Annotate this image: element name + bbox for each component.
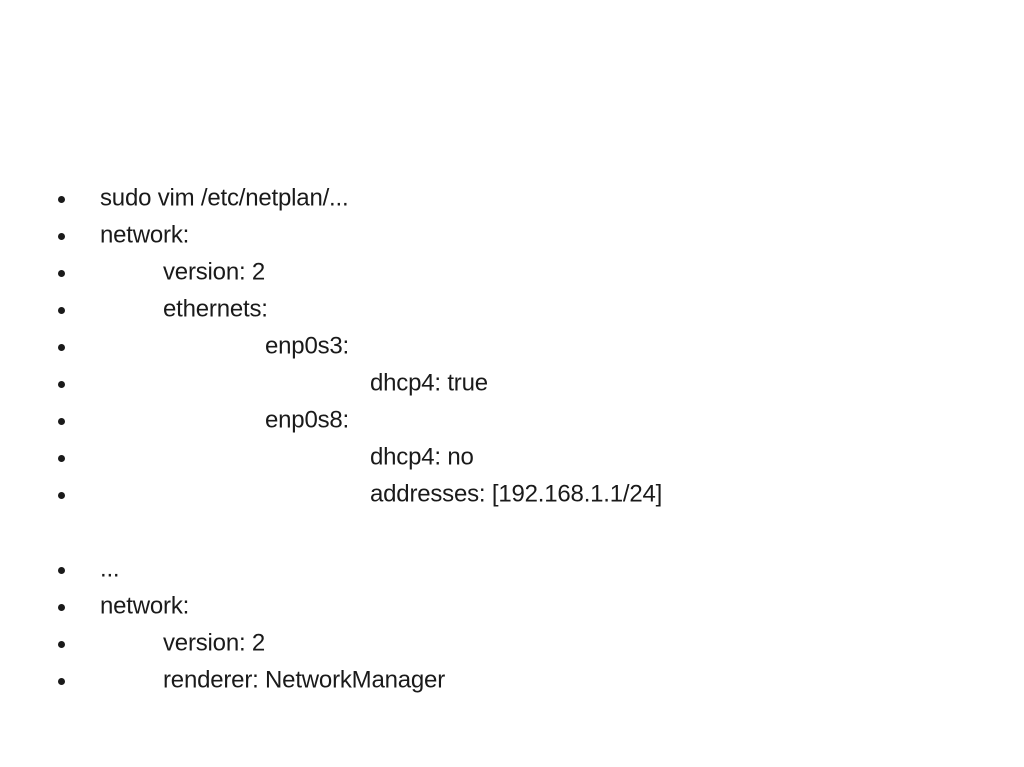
config-line-text: sudo vim /etc/netplan/...	[100, 184, 349, 212]
bullet-dot-icon	[58, 270, 65, 277]
config-line-text: renderer: NetworkManager	[163, 666, 445, 694]
list-item: enp0s8:	[0, 403, 1024, 440]
list-item: ...	[0, 552, 1024, 589]
bullet-dot-icon	[58, 455, 65, 462]
bullet-dot-icon	[58, 492, 65, 499]
bullet-dot-icon	[58, 678, 65, 685]
bullet-dot-icon	[58, 604, 65, 611]
list-item: dhcp4: no	[0, 440, 1024, 477]
bullet-dot-icon	[58, 233, 65, 240]
line-group: sudo vim /etc/netplan/... network: versi…	[0, 181, 1024, 514]
bullet-dot-icon	[58, 344, 65, 351]
config-line-text: network:	[100, 592, 190, 620]
bullet-dot-icon	[58, 307, 65, 314]
list-item: dhcp4: true	[0, 366, 1024, 403]
config-line-text: enp0s8:	[265, 406, 350, 434]
config-line-text: dhcp4: no	[370, 443, 474, 471]
list-item: version: 2	[0, 255, 1024, 292]
list-item: ethernets:	[0, 292, 1024, 329]
config-line-text: network:	[100, 221, 190, 249]
config-line-text: enp0s3:	[265, 332, 350, 360]
list-item: addresses: [192.168.1.1/24]	[0, 477, 1024, 514]
list-item: network:	[0, 589, 1024, 626]
bullet-dot-icon	[58, 196, 65, 203]
bullet-list: sudo vim /etc/netplan/... network: versi…	[0, 181, 1024, 700]
list-item: network:	[0, 218, 1024, 255]
bullet-dot-icon	[58, 641, 65, 648]
line-group: ... network: version: 2 renderer: Networ…	[0, 552, 1024, 700]
list-item: renderer: NetworkManager	[0, 663, 1024, 700]
config-line-text: ethernets:	[163, 295, 268, 323]
list-item: version: 2	[0, 626, 1024, 663]
bullet-dot-icon	[58, 567, 65, 574]
bullet-dot-icon	[58, 418, 65, 425]
bullet-dot-icon	[58, 381, 65, 388]
config-line-text: version: 2	[163, 258, 266, 286]
config-line-text: dhcp4: true	[370, 369, 488, 397]
config-line-text: addresses: [192.168.1.1/24]	[370, 480, 663, 508]
config-line-text: ...	[100, 555, 120, 583]
config-line-text: version: 2	[163, 629, 266, 657]
list-item: enp0s3:	[0, 329, 1024, 366]
list-item: sudo vim /etc/netplan/...	[0, 181, 1024, 218]
